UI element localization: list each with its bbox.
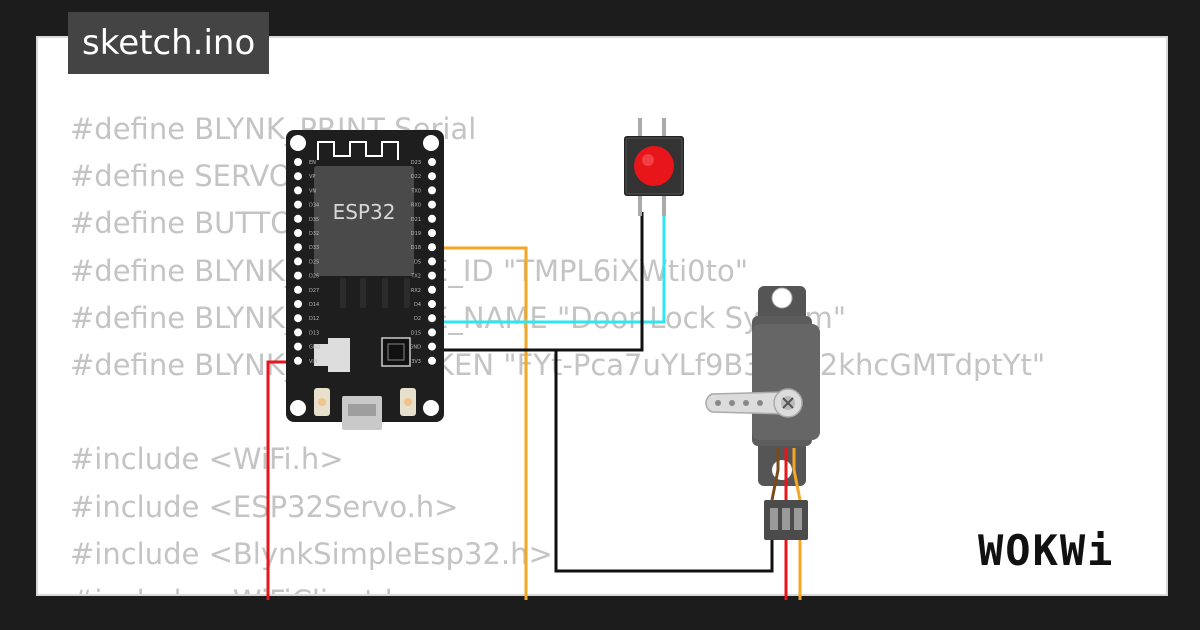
pin-d2[interactable] [428, 314, 436, 323]
code-line: #include <BlynkSimpleEsp32.h> [70, 536, 553, 571]
push-button[interactable] [624, 118, 684, 216]
pin-d5[interactable] [428, 257, 436, 266]
pin-d19[interactable] [428, 229, 436, 237]
pin-label: D26 [309, 274, 319, 280]
pin-d23[interactable] [428, 158, 436, 166]
pin-label: D27 [309, 288, 319, 294]
pin-label: D5 [414, 259, 421, 265]
code-line: #include <WiFi.h> [70, 442, 344, 477]
pin-tx2[interactable] [428, 271, 436, 280]
pin-label: D19 [411, 231, 421, 237]
wire-black-button-ground [438, 212, 644, 352]
pin-d27[interactable] [294, 285, 302, 294]
pin-label: D4 [414, 302, 421, 308]
servo-motor[interactable] [705, 286, 820, 600]
pin-d18[interactable] [428, 243, 436, 252]
pin-label: TX0 [410, 188, 421, 194]
pin-label: D12 [309, 316, 319, 322]
pin-d33[interactable] [294, 243, 302, 252]
wire-black-servo-ground [438, 348, 774, 573]
pin-label: VN [309, 188, 316, 194]
pin-label: EN [309, 160, 316, 166]
pin-d12[interactable] [294, 314, 302, 323]
pin-label: D21 [411, 217, 421, 223]
pin-gnd[interactable] [428, 342, 436, 351]
pin-tx0[interactable] [428, 186, 436, 195]
pin-label: D15 [411, 330, 421, 336]
pin-label: GND [410, 345, 422, 351]
pin-label: D2 [414, 316, 421, 322]
pin-label: D23 [411, 160, 421, 166]
pin-rx0[interactable] [428, 200, 436, 209]
pin-label: D35 [309, 217, 319, 223]
pin-d14[interactable] [294, 300, 302, 308]
pin-gnd[interactable] [294, 342, 302, 351]
pin-label: RX0 [411, 203, 421, 209]
pin-vin[interactable] [294, 356, 302, 365]
pin-vp[interactable] [294, 172, 302, 181]
pin-label: D22 [411, 174, 421, 180]
board-label: ESP32 [333, 200, 396, 224]
pin-label: D13 [309, 330, 319, 336]
pin-label: TX2 [410, 274, 421, 280]
pin-label: GND [309, 345, 321, 351]
pin-d34[interactable] [294, 200, 302, 209]
pin-d35[interactable] [294, 214, 302, 223]
pin-label: RX2 [411, 288, 421, 294]
pin-d4[interactable] [428, 300, 436, 308]
pin-label: D18 [411, 245, 421, 251]
pin-d32[interactable] [294, 229, 302, 237]
wokwi-logo: WOKWi [978, 526, 1115, 575]
esp32-board[interactable]: ESP32 ENVPVND34D35D32D33D25D26D27D14D12D… [286, 130, 444, 430]
simulation-canvas[interactable]: #define BLYNK_PRINT Serial#define SERVO_… [36, 36, 1168, 596]
pin-vn[interactable] [294, 186, 302, 195]
pin-d25[interactable] [294, 257, 302, 266]
pin-d26[interactable] [294, 271, 302, 280]
code-line: #include <WiFiClient.h> [70, 578, 1045, 594]
pin-label: D14 [309, 302, 319, 308]
pin-label: D34 [309, 203, 319, 209]
pin-en[interactable] [294, 158, 302, 166]
pin-3v3[interactable] [428, 356, 436, 365]
button-cap [634, 146, 674, 186]
pin-rx2[interactable] [428, 285, 436, 294]
file-name-badge: sketch.ino [68, 12, 270, 74]
pin-label: D32 [309, 231, 319, 237]
pin-label: VIN [309, 359, 318, 365]
pin-label: VP [309, 174, 315, 180]
wire-cyan-button-signal [438, 212, 666, 324]
code-line: #include <ESP32Servo.h> [70, 489, 459, 524]
wire-orange-servo-signal [438, 246, 528, 600]
pin-label: 3V3 [411, 359, 421, 365]
pin-d15[interactable] [428, 328, 436, 337]
pin-d13[interactable] [294, 328, 302, 337]
pin-label: D25 [309, 259, 319, 265]
pin-d21[interactable] [428, 214, 436, 223]
pin-d22[interactable] [428, 172, 436, 181]
pin-label: D33 [309, 245, 319, 251]
